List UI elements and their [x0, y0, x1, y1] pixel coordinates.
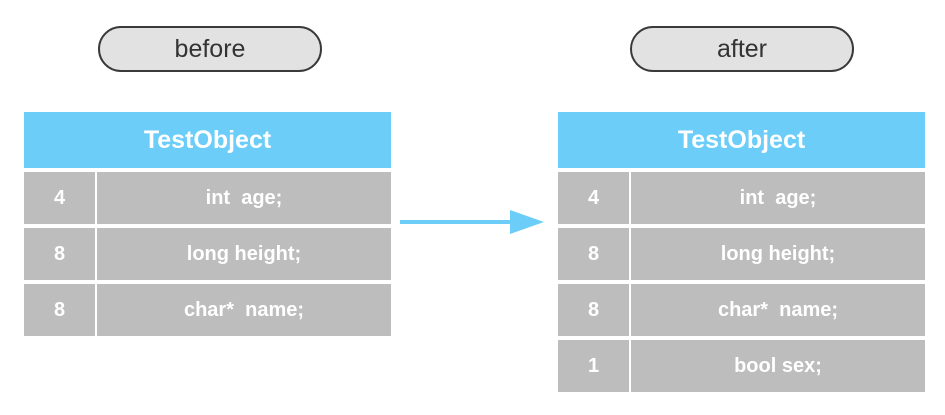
field-declaration: long height; [631, 228, 925, 280]
field-size: 8 [558, 284, 629, 336]
field-declaration: int age; [631, 172, 925, 224]
struct-before: TestObject 4 int age; 8 long height; 8 c… [24, 112, 391, 336]
field-row: 4 int age; [24, 172, 391, 224]
before-label: before [98, 26, 322, 72]
field-size: 4 [24, 172, 95, 224]
struct-after-title: TestObject [558, 112, 925, 168]
field-row: 4 int age; [558, 172, 925, 224]
field-size: 1 [558, 340, 629, 392]
field-declaration: char* name; [631, 284, 925, 336]
field-row: 8 char* name; [558, 284, 925, 336]
field-size: 8 [24, 228, 95, 280]
field-row: 1 bool sex; [558, 340, 925, 392]
field-size: 4 [558, 172, 629, 224]
field-size: 8 [24, 284, 95, 336]
arrow-right-icon [400, 210, 544, 234]
field-declaration: char* name; [97, 284, 391, 336]
field-declaration: int age; [97, 172, 391, 224]
field-size: 8 [558, 228, 629, 280]
field-row: 8 long height; [24, 228, 391, 280]
field-declaration: long height; [97, 228, 391, 280]
field-row: 8 char* name; [24, 284, 391, 336]
arrow-head [510, 210, 544, 234]
struct-after: TestObject 4 int age; 8 long height; 8 c… [558, 112, 925, 392]
struct-before-title: TestObject [24, 112, 391, 168]
field-row: 8 long height; [558, 228, 925, 280]
after-label: after [630, 26, 854, 72]
field-declaration: bool sex; [631, 340, 925, 392]
